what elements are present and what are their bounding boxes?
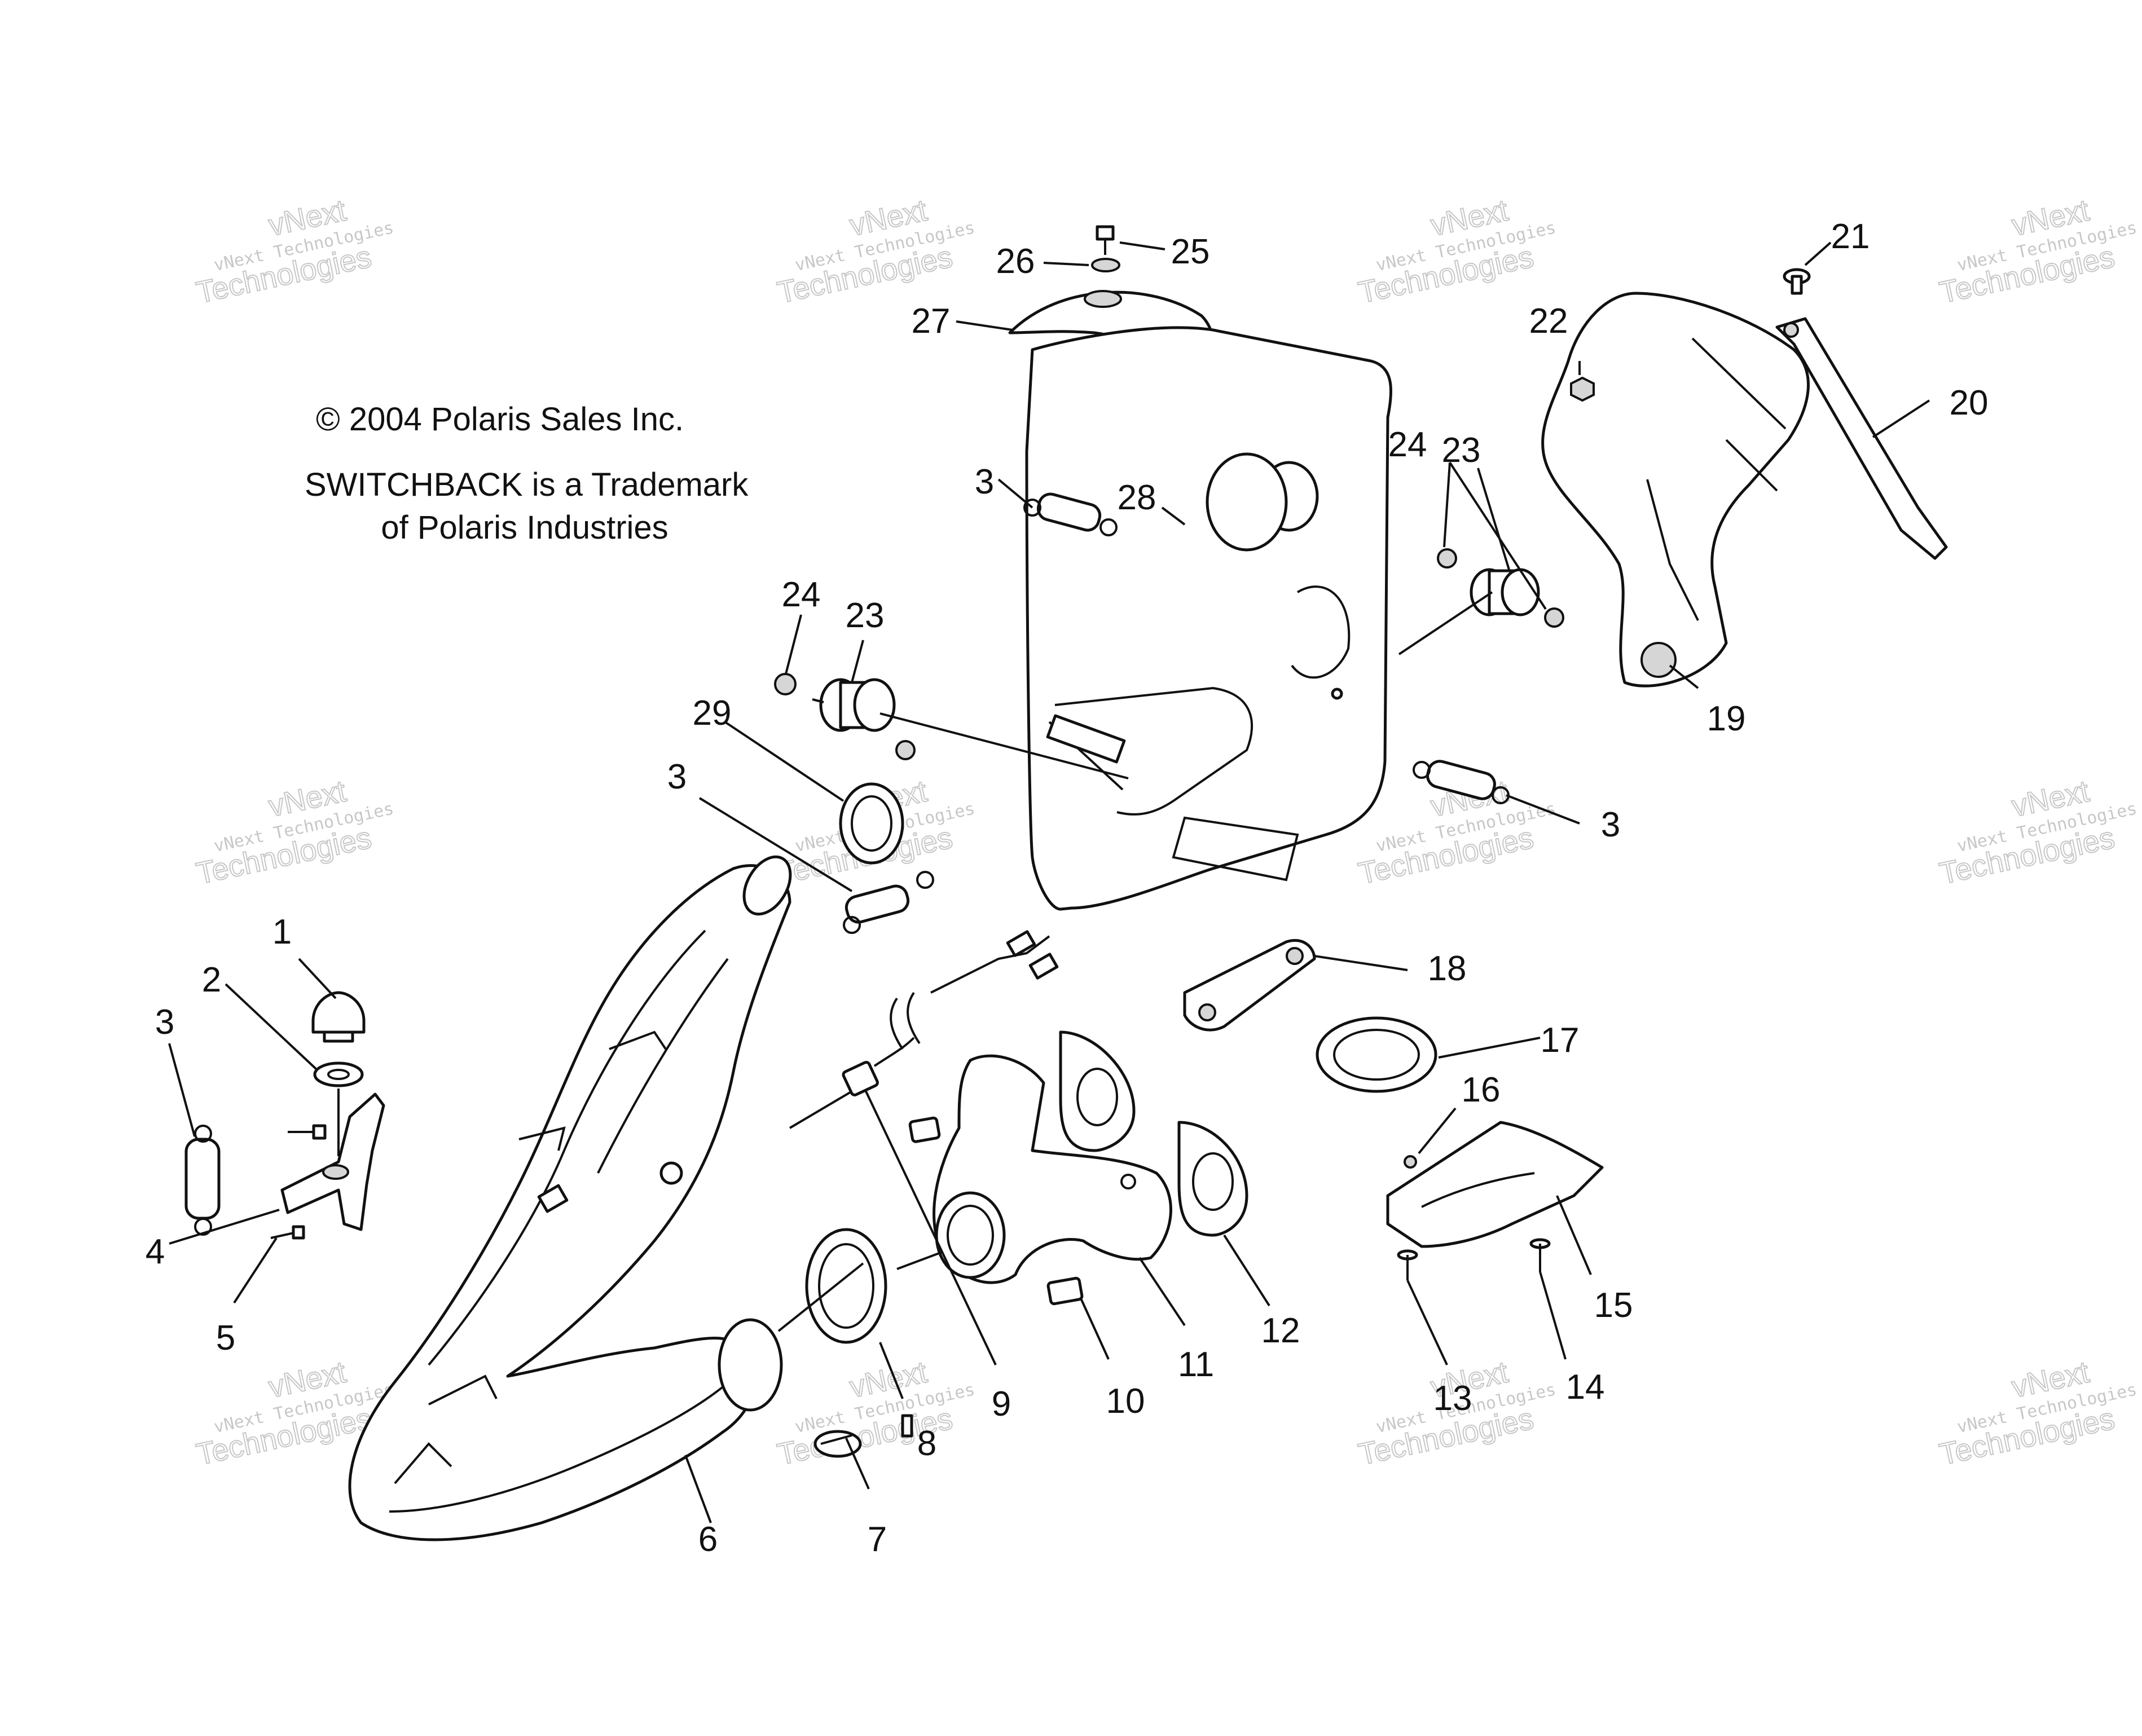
callout-19: 19	[1707, 699, 1746, 738]
callout-21: 21	[1831, 217, 1870, 256]
part-coupler-ring	[805, 1228, 887, 1344]
part-spring-middle	[843, 871, 934, 934]
callout-13: 13	[1433, 1379, 1472, 1418]
watermark: vNext vNext Technologies Technologies	[1355, 193, 1558, 311]
callout-27: 27	[912, 302, 951, 341]
callout-15: 15	[1594, 1286, 1633, 1325]
callout-10: 10	[1106, 1382, 1145, 1421]
callout-20: 20	[1950, 384, 1989, 422]
part-heat-shield-right	[1541, 292, 1810, 688]
trademark-notice: SWITCHBACK is a Trademark of Polaris Ind…	[305, 464, 749, 549]
callout-12: 12	[1261, 1311, 1300, 1350]
part-spring-left	[184, 1125, 221, 1236]
callout-3: 3	[975, 462, 994, 501]
callout-22: 22	[1529, 302, 1568, 341]
callout-26: 26	[996, 242, 1035, 281]
part-expansion-chamber	[348, 855, 792, 1541]
callout-29: 29	[693, 694, 732, 733]
part-strap	[1775, 317, 1948, 560]
callout-1: 1	[272, 913, 292, 951]
callout-24: 24	[782, 575, 821, 614]
callout-labels: 25 26 27 3 28 24 23 22 21 20 19 24 23 29…	[146, 217, 1989, 1559]
watermark: vNext vNext Technologies Technologies	[774, 193, 977, 311]
callout-3: 3	[1601, 805, 1620, 844]
callout-23: 23	[846, 596, 885, 635]
part-muffler	[1025, 326, 1393, 911]
part-nut-24-left	[774, 673, 916, 760]
part-washer-26	[1091, 258, 1120, 272]
part-push-pin-14	[1529, 1238, 1551, 1272]
part-mount-plate	[1183, 939, 1316, 1032]
part-gasket-ring	[1316, 1016, 1437, 1093]
copyright-notice: © 2004 Polaris Sales Inc.	[316, 401, 684, 438]
part-seal-29	[839, 782, 904, 865]
part-gasket-lower	[1177, 1121, 1248, 1237]
part-clamp-7	[813, 1430, 862, 1458]
part-exhaust-manifold	[933, 1054, 1172, 1284]
leader-lines	[168, 241, 1930, 1523]
callout-23: 23	[1442, 431, 1481, 470]
callout-9: 9	[992, 1385, 1011, 1424]
part-rubber-mount-left	[812, 678, 896, 732]
watermark: vNext vNext Technologies Technologies	[193, 193, 395, 311]
callout-8: 8	[917, 1424, 936, 1463]
trademark-line-2: of Polaris Industries	[381, 509, 668, 546]
trademark-line-1: SWITCHBACK is a Trademark	[305, 466, 749, 503]
part-sensor-harness	[789, 930, 1059, 1129]
part-push-pin-13	[1397, 1249, 1418, 1280]
watermark: vNext vNext Technologies Technologies	[774, 1355, 977, 1473]
callout-3: 3	[155, 1003, 174, 1042]
part-bolt-10-lower	[1046, 1276, 1084, 1306]
watermark: vNext vNext Technologies Technologies	[1936, 193, 2139, 311]
callout-16: 16	[1462, 1070, 1501, 1109]
part-screw-small-4	[288, 1124, 327, 1140]
part-nut-24-right	[1437, 548, 1564, 628]
part-nut-22	[1570, 376, 1595, 402]
watermark: vNext vNext Technologies Technologies	[1936, 774, 2139, 892]
part-bolt-8	[901, 1414, 913, 1438]
part-washer-2	[313, 1061, 364, 1087]
callout-7: 7	[868, 1520, 887, 1559]
part-screw-5	[270, 1225, 305, 1240]
watermark: vNext vNext Technologies Technologies	[193, 774, 395, 892]
callout-2: 2	[202, 960, 221, 999]
callout-6: 6	[698, 1520, 718, 1559]
callout-18: 18	[1428, 949, 1467, 988]
part-spring-upper	[1023, 492, 1118, 536]
callout-4: 4	[146, 1232, 165, 1271]
callout-24: 24	[1388, 425, 1427, 464]
callout-3: 3	[667, 757, 687, 796]
part-rivet-21	[1783, 268, 1811, 295]
part-bracket	[280, 1089, 385, 1231]
part-grommet-cap	[311, 991, 366, 1043]
callout-5: 5	[216, 1319, 235, 1358]
callout-28: 28	[1118, 478, 1156, 517]
callout-25: 25	[1171, 232, 1210, 271]
part-gasket-upper	[1059, 1030, 1136, 1152]
part-heat-shield-lower	[1386, 1121, 1604, 1248]
callout-14: 14	[1566, 1368, 1605, 1407]
part-rubber-mount-right	[1470, 568, 1540, 616]
callout-17: 17	[1541, 1021, 1580, 1060]
watermark: vNext vNext Technologies Technologies	[1936, 1355, 2139, 1473]
part-screw-25	[1096, 225, 1115, 255]
part-bolt-10-upper	[908, 1116, 941, 1143]
part-clip-16	[1404, 1155, 1417, 1169]
part-spring-right	[1413, 760, 1510, 804]
callout-11: 11	[1178, 1345, 1214, 1384]
